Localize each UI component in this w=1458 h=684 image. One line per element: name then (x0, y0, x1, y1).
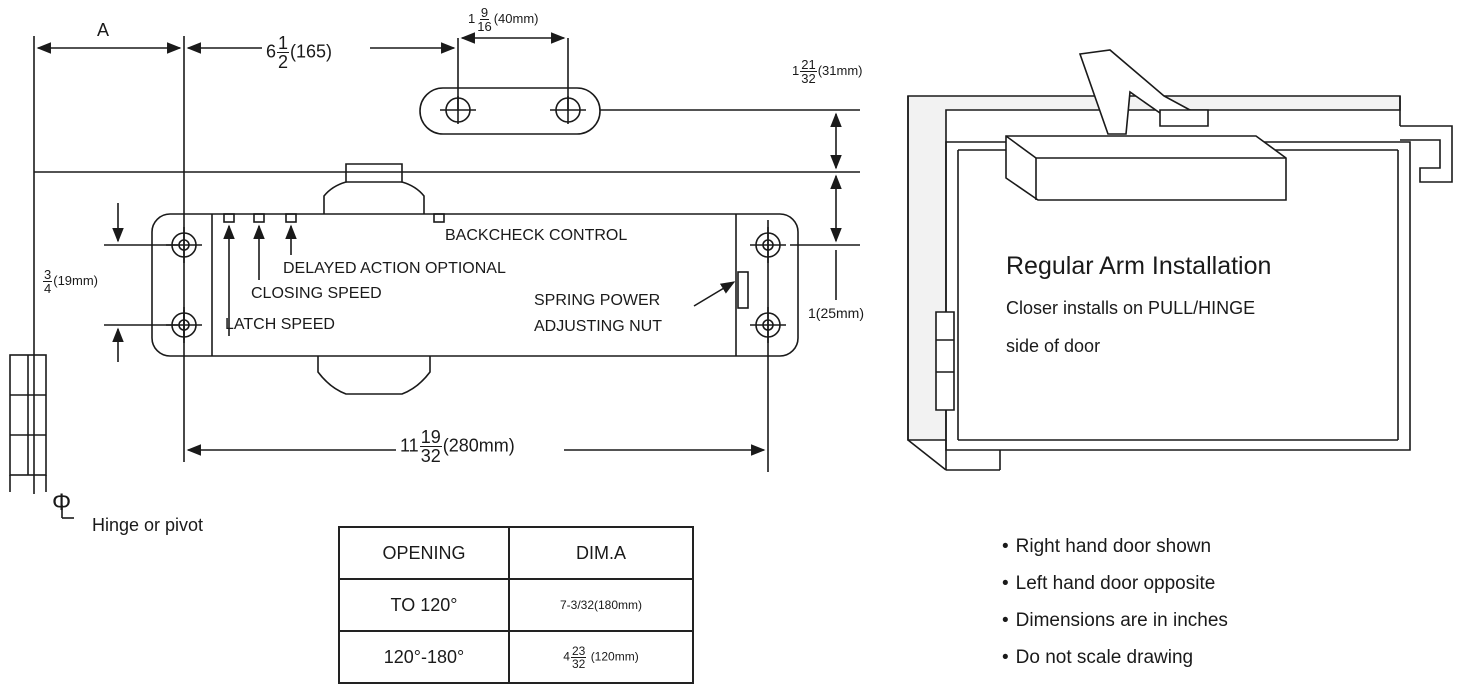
installation-title: Regular Arm Installation (1006, 252, 1272, 280)
installation-line1: Closer installs on PULL/HINGE (1006, 298, 1256, 318)
dimension-table: OPENING DIM.A TO 120° 7-3/32(180mm) 120°… (338, 526, 694, 684)
list-item: Do not scale drawing (1002, 647, 1228, 684)
closer-body (151, 213, 799, 357)
header-dim-a: DIM.A (508, 526, 694, 580)
closer-box (1005, 135, 1287, 201)
spring-nut (737, 271, 749, 309)
door-hinge (935, 311, 955, 411)
right-hole-spacing-label: 1(25mm) (808, 305, 865, 321)
backcheck-callout: BACKCHECK CONTROL (445, 227, 628, 244)
list-item: Left hand door opposite (1002, 573, 1228, 610)
closer-bottom-boss (317, 356, 431, 395)
notes-list: Right hand door shown Left hand door opp… (1002, 536, 1228, 684)
spring-power-callout-line2: ADJUSTING NUT (534, 318, 662, 335)
closer-top-boss (323, 163, 425, 214)
row-opening: 120°-180° (338, 630, 510, 684)
installation-line2: side of door (1006, 336, 1101, 356)
spring-power-callout-line1: SPRING POWER (534, 292, 661, 309)
screw-hole-top-left (166, 227, 202, 263)
mounting-bracket (419, 87, 601, 135)
closing-speed-callout: CLOSING SPEED (251, 285, 382, 302)
hinge-symbol: Φ (52, 489, 71, 516)
installation-view (907, 49, 1453, 471)
list-item: Right hand door shown (1002, 536, 1228, 573)
delayed-action-callout: DELAYED ACTION OPTIONAL (283, 260, 506, 277)
list-item: Dimensions are in inches (1002, 610, 1228, 647)
hinge-graphic (9, 354, 47, 492)
row-dim: 7-3/32(180mm) (508, 578, 694, 632)
header-opening: OPENING (338, 526, 510, 580)
table-row: TO 120° 7-3/32(180mm) (338, 578, 694, 632)
screw-hole-top-right (750, 227, 786, 263)
frame-stop (1400, 125, 1453, 183)
screw-hole-bottom-left (166, 307, 202, 343)
dim-a-label: A (97, 20, 110, 40)
row-opening: TO 120° (338, 578, 510, 632)
hinge-label: Hinge or pivot (92, 515, 204, 535)
screw-hole-bottom-right (750, 307, 786, 343)
latch-speed-callout: LATCH SPEED (225, 316, 335, 333)
table-header-row: OPENING DIM.A (338, 526, 694, 580)
